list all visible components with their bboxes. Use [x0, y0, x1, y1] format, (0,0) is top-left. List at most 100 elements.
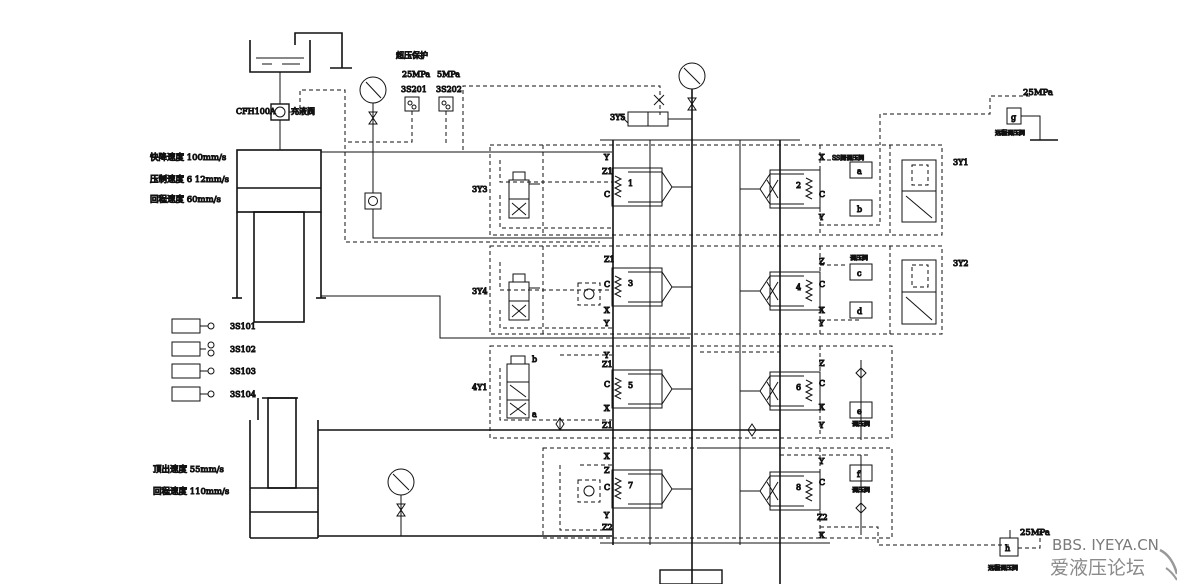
valve-3y5-label: 3Y5 [610, 113, 625, 122]
pressure-gauge-main [678, 62, 706, 584]
solenoid-valve-4y1 [506, 355, 530, 419]
watermark-logo [1159, 548, 1177, 581]
cartridge-2-num: 2 [796, 181, 801, 190]
cartridge-valve-6: 6 [740, 371, 821, 411]
port-c-5: C [604, 380, 610, 389]
cfh-code-label: CFH100A [236, 107, 276, 116]
remote-pressure-valve-bottom: h [999, 528, 1041, 557]
relief-valve-b: b [849, 199, 873, 217]
port-x-6: X [819, 403, 825, 412]
valve-3y2-label: 3Y2 [953, 259, 968, 268]
port-z1-5b: Z1 [602, 421, 613, 430]
port-c-1: C [604, 190, 610, 199]
port-y-3: Y [603, 319, 610, 328]
valve-3y1-label: 3Y1 [953, 158, 968, 167]
cartridge-6-num: 6 [796, 383, 801, 392]
port-y-5: Y [603, 351, 610, 360]
cartridge-valve-1: 1 [611, 167, 692, 207]
port-c-3: C [604, 280, 610, 289]
port-x-2: X [819, 153, 825, 162]
directional-valve-3y1 [901, 159, 937, 223]
port-z2-8: Z2 [817, 513, 828, 522]
remote-top-label: 远程调压阀 [995, 129, 1025, 137]
cartridge-4-num: 4 [796, 283, 801, 292]
valve-3y5 [619, 94, 692, 127]
port-c-4: C [819, 280, 825, 289]
cfh-name-label: 充液阀 [291, 106, 315, 116]
port-x-7: X [604, 452, 610, 461]
check-valve-7 [577, 479, 601, 503]
cartridge-7-num: 7 [628, 481, 633, 490]
port-y-1: Y [603, 153, 610, 162]
limit-switch-3s101 [171, 318, 215, 334]
oil-tank [249, 32, 352, 104]
valve-a-letter: a [857, 167, 862, 176]
valve-d-letter: d [857, 307, 862, 316]
watermark-url: BBS. IYEYA.CN [1052, 536, 1159, 554]
pressure-bottom-label: 25MPa [1020, 528, 1050, 538]
solenoid-valve-3y3 [508, 171, 540, 219]
port-x-5: X [604, 404, 610, 413]
switch-3s101-label: 3S101 [230, 322, 256, 331]
switch-3s103-label: 3S103 [230, 367, 256, 376]
eject-speed-label: 顶出速度 55mm/s [153, 464, 224, 475]
port-c-6: C [819, 379, 825, 388]
port-x-8: X [819, 531, 825, 540]
switch-3s201-label: 3S201 [401, 85, 427, 94]
cartridge-5-num: 5 [628, 381, 633, 390]
cartridge-valve-3: 3 [611, 267, 692, 307]
remote-bottom-label: 远程调压阀 [988, 564, 1018, 572]
watermark-name: 爱液压论坛 [1050, 557, 1145, 579]
solenoid-3y3-label: 3Y3 [472, 185, 487, 194]
valve-4y1-port-b: b [532, 355, 537, 364]
check-valve-3y4 [577, 282, 601, 306]
port-z-4: Z [819, 257, 825, 266]
eject-return-label: 回程速度 110mm/s [153, 486, 229, 497]
solenoid-valve-3y4 [508, 273, 540, 321]
switch-3s202-label: 3S202 [436, 85, 462, 94]
pressure-switch-3s201 [345, 96, 420, 143]
ejector-cylinder [249, 397, 319, 539]
speed-press: 压制速度 6 12mm/s [150, 174, 229, 185]
limit-switch-3s104 [171, 386, 215, 402]
solenoid-4y1-label: 4Y1 [472, 383, 487, 392]
cartridge-valve-7: 7 [611, 469, 692, 509]
switch-3s104-label: 3S104 [230, 390, 256, 399]
relief-valve-a: a [849, 161, 873, 179]
valve-e-letter: e [857, 407, 862, 416]
valve-c-letter: c [857, 269, 862, 278]
solenoid-3y4-label: 3Y4 [472, 287, 487, 296]
main-cylinder [232, 149, 326, 323]
valve-f-letter: f [857, 470, 861, 479]
port-y-8: Y [818, 457, 825, 466]
cartridge-valve-5: 5 [611, 369, 692, 409]
anti-cav-label-1: 调压阀 [850, 254, 868, 262]
port-y-7: Y [603, 511, 610, 520]
port-y-4: Y [818, 319, 825, 328]
overload-title: 超压保护 [396, 50, 428, 60]
cartridge-8-num: 8 [796, 483, 801, 492]
remote-pressure-valve-top: g [879, 95, 1058, 145]
speed-fast-descent: 快降速度 100mm/s [150, 152, 226, 163]
cartridge-valve-4: 4 [740, 271, 821, 311]
port-x-4: X [819, 306, 825, 315]
remote-bottom-letter: h [1005, 544, 1010, 553]
pressure-switch-3s202 [438, 96, 454, 145]
ss-valve-label: SS阀调压阀 [832, 154, 864, 162]
speed-return: 回程速度 60mm/s [150, 194, 221, 205]
cartridge-3-num: 3 [628, 279, 633, 288]
port-y-6: Y [818, 421, 825, 430]
cartridge-1-num: 1 [628, 179, 633, 188]
port-z-7: Z [604, 466, 610, 475]
port-z2-7: Z2 [602, 523, 613, 532]
pressure-gauge-1 [359, 76, 612, 239]
cartridge-valve-8: 8 [740, 471, 821, 511]
relief-valve-c: c [849, 263, 873, 281]
port-y-2: Y [818, 213, 825, 222]
valve-4y1-port-a: a [532, 410, 537, 419]
port-c-8: C [819, 478, 825, 487]
port-x-3: X [604, 306, 610, 315]
remote-top-letter: g [1011, 113, 1016, 122]
port-z1-1: Z1 [602, 167, 613, 176]
